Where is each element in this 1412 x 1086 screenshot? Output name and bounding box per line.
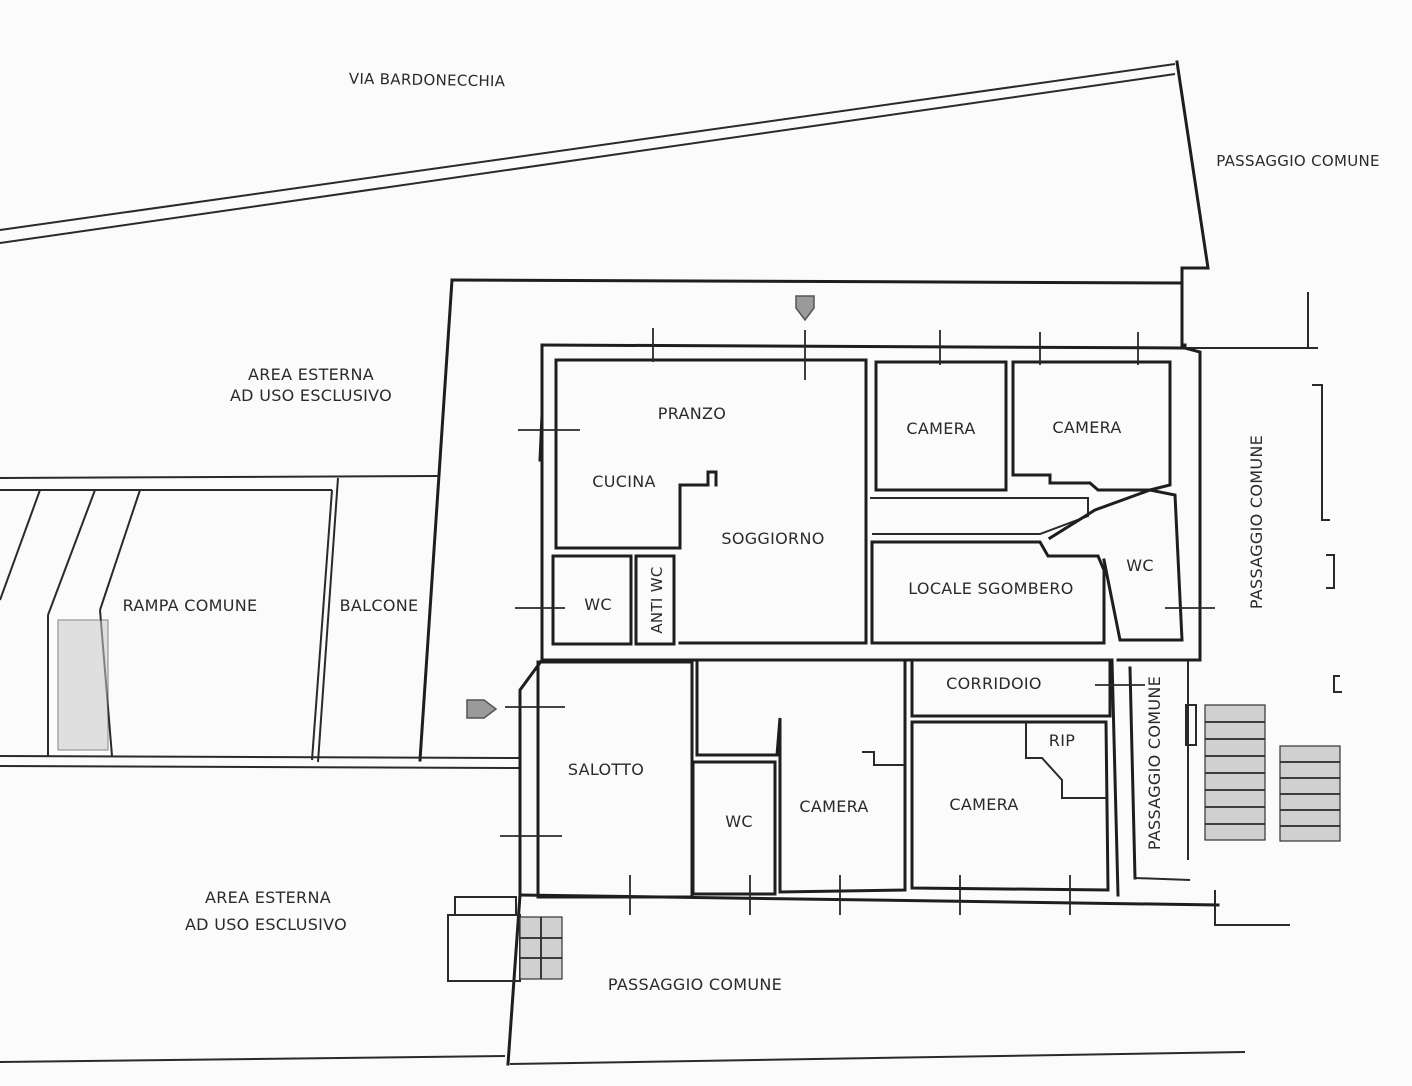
room-cucina: CUCINA <box>592 472 656 491</box>
room-wc-bottom: WC <box>725 812 753 831</box>
arrow-down-icon <box>795 295 815 322</box>
arrow-right-icon <box>466 699 498 719</box>
area-bottom-line1: AREA ESTERNA <box>205 888 331 907</box>
room-anti-wc: ANTI WC <box>648 566 666 633</box>
room-rip: RIP <box>1049 731 1075 750</box>
area-bottom-line2: AD USO ESCLUSIVO <box>185 915 347 934</box>
room-camera-top2: CAMERA <box>1052 418 1121 437</box>
passaggio-right-vertical-label: PASSAGGIO COMUNE <box>1247 435 1266 609</box>
room-pranzo: PRANZO <box>658 404 726 423</box>
room-camera-bottom1: CAMERA <box>799 797 868 816</box>
room-wc-left: WC <box>584 595 612 614</box>
room-wc-right: WC <box>1126 556 1154 575</box>
balcone-label: BALCONE <box>340 596 419 615</box>
passaggio-inner-vertical-label: PASSAGGIO COMUNE <box>1145 676 1164 850</box>
passaggio-bottom-label: PASSAGGIO COMUNE <box>608 975 782 994</box>
room-soggiorno: SOGGIORNO <box>721 529 824 548</box>
wall-openings <box>500 328 1215 915</box>
site-outline <box>0 60 1342 1066</box>
passaggio-top-right-label: PASSAGGIO COMUNE <box>1216 152 1380 170</box>
room-camera-top1: CAMERA <box>906 419 975 438</box>
room-salotto: SALOTTO <box>568 760 644 779</box>
rampa-label: RAMPA COMUNE <box>123 596 258 615</box>
street-label: VIA BARDONECCHIA <box>349 70 506 91</box>
area-top-line2: AD USO ESCLUSIVO <box>230 386 392 405</box>
room-corridoio: CORRIDOIO <box>946 674 1042 693</box>
room-locale-sgombero: LOCALE SGOMBERO <box>908 579 1073 598</box>
rooms-north <box>551 358 1184 646</box>
room-camera-bottom2: CAMERA <box>949 795 1018 814</box>
stairs-right <box>1204 704 1341 842</box>
rooms-south <box>536 658 1112 899</box>
stairs-bottom-left <box>447 896 563 982</box>
area-top-line1: AREA ESTERNA <box>248 365 374 384</box>
